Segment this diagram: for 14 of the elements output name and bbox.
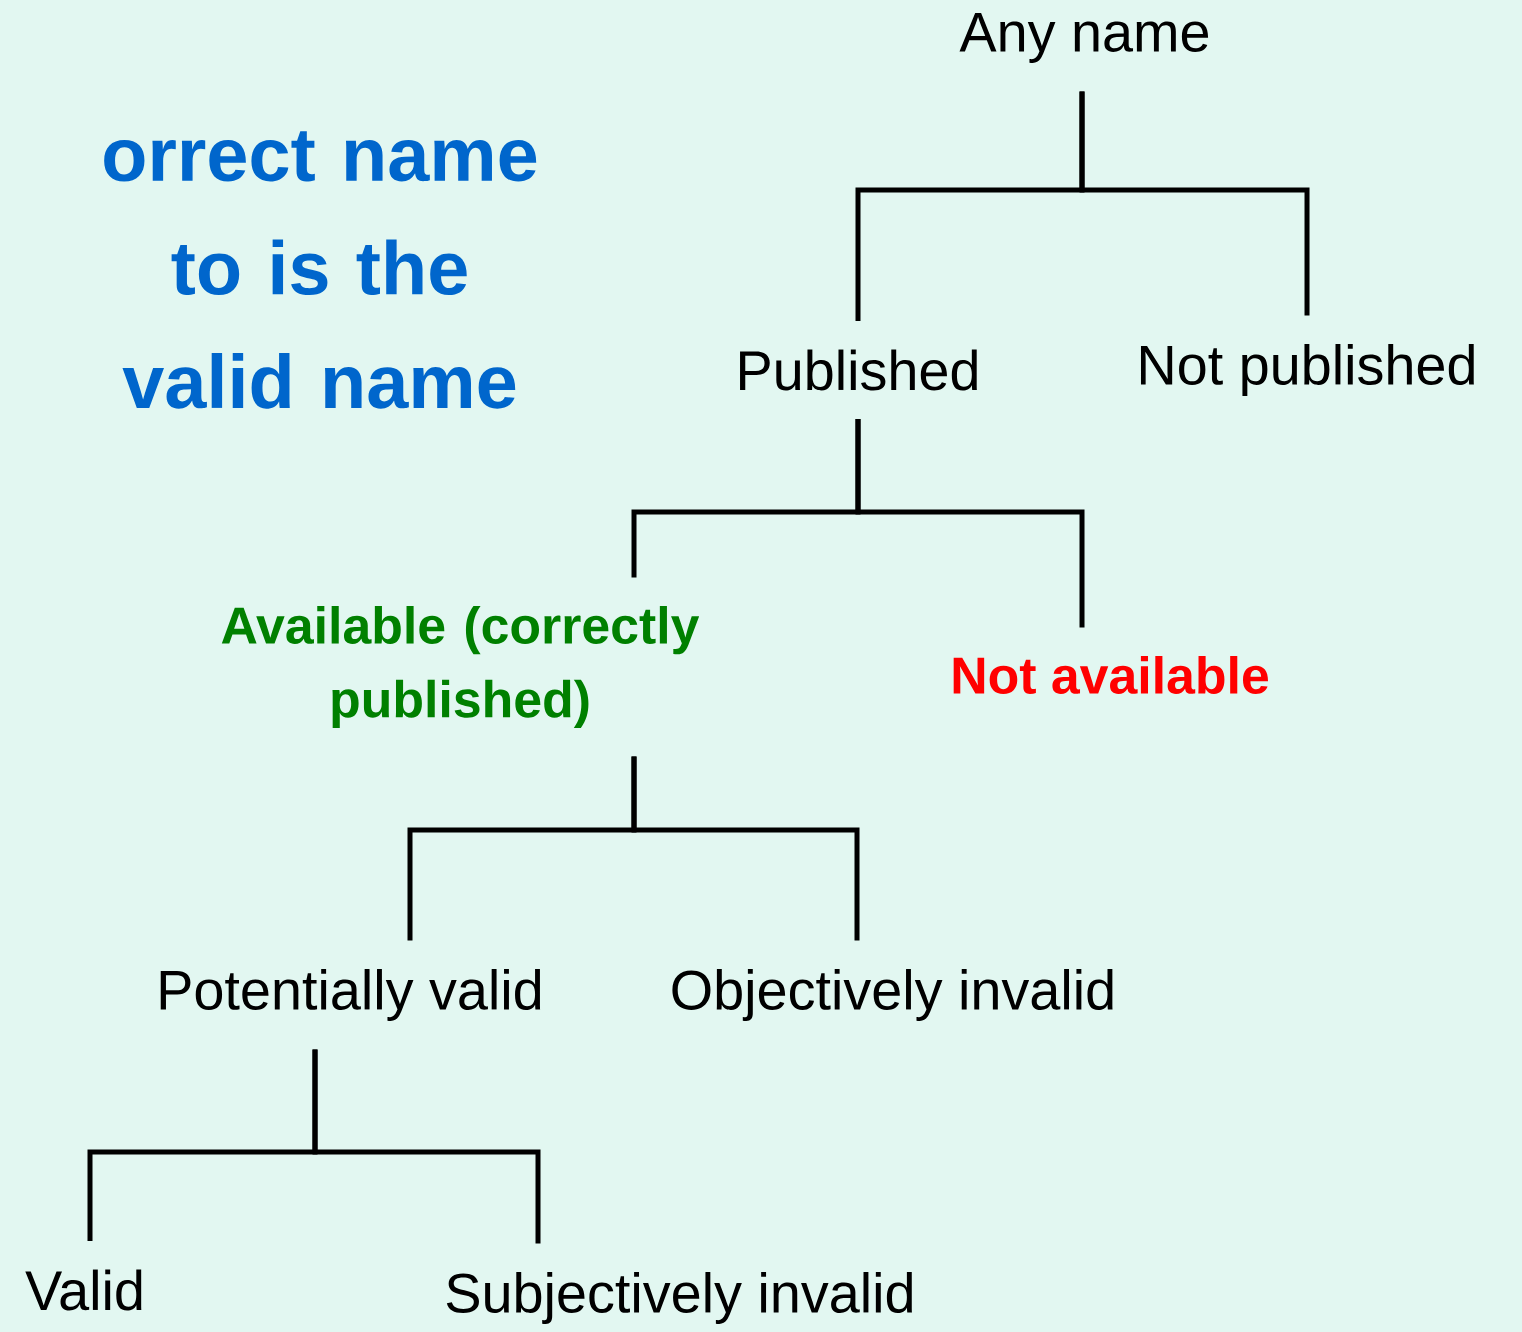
- heading-text: orrect name to is the valid name: [104, 131, 537, 409]
- node-text: Objectively invalid: [672, 969, 1113, 1021]
- node-text: Not available: [953, 656, 1268, 694]
- tree-connector: [631, 756, 860, 941]
- node-text: Subjectively invalid: [446, 1272, 912, 1324]
- node-text: Available (correctly published): [221, 606, 700, 728]
- node-text: Any name: [959, 13, 1209, 63]
- node-text: Potentially valid: [160, 969, 541, 1021]
- node-text: Not published: [1141, 344, 1474, 396]
- tree-connector: [1079, 91, 1310, 316]
- node-text: Valid: [25, 1269, 142, 1311]
- node-text: Published: [740, 349, 977, 391]
- tree-connector: [312, 1049, 541, 1244]
- tree-connector: [855, 418, 1085, 628]
